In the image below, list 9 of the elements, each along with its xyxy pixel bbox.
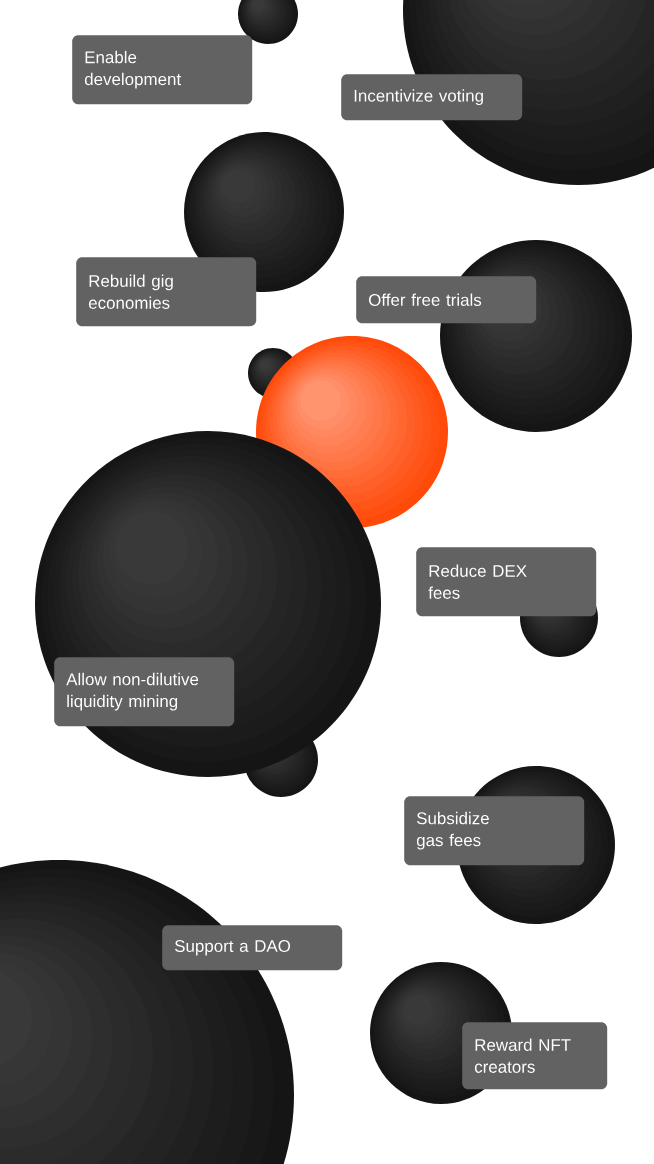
label-box: Enable development (72, 35, 253, 105)
label-box: Incentivize voting (341, 74, 523, 121)
label-box: Allow non-dilutive liquidity mining (54, 657, 235, 727)
label-box: Subsidize gas fees (404, 796, 585, 866)
label-box: Reduce DEX fees (416, 547, 597, 617)
label-box: Rebuild gig economies (76, 257, 257, 327)
label-box: Reward NFT creators (462, 1022, 608, 1090)
label-box: Offer free trials (356, 276, 537, 324)
label-box: Support a DAO (162, 925, 343, 971)
